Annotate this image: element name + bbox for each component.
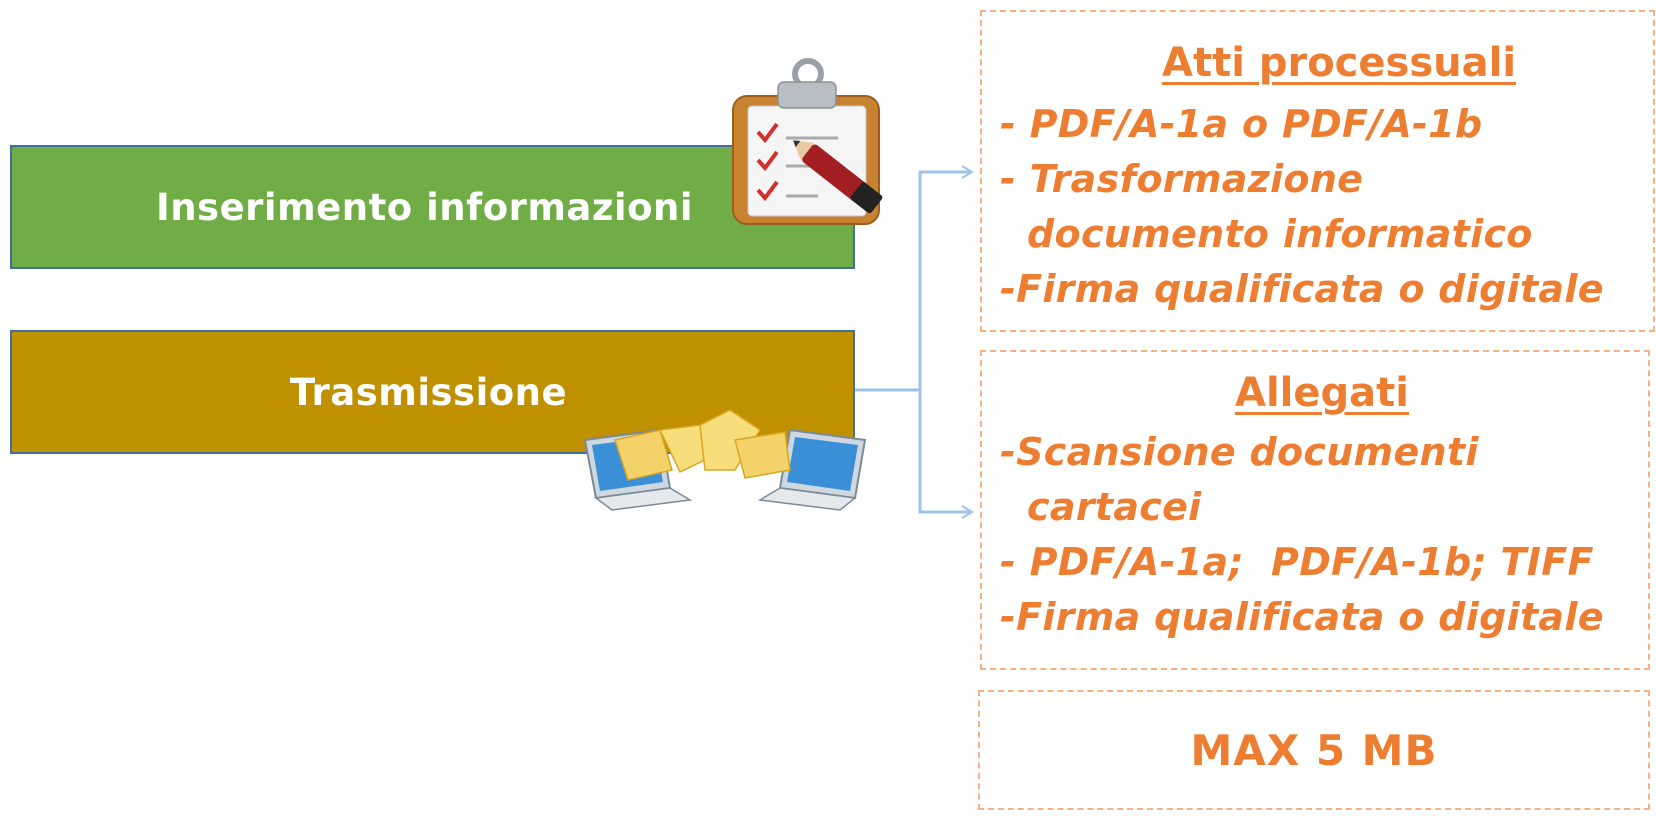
connector-to-allegati <box>918 390 970 514</box>
allegati-box: Allegati -Scansione documenti cartacei -… <box>980 350 1650 670</box>
laptops-file-transfer-icon <box>583 409 867 511</box>
atti-line-3: documento informatico <box>1000 212 1533 256</box>
arrowhead-atti <box>961 165 974 179</box>
insert-info-block: Inserimento informazioni <box>10 145 855 269</box>
allegati-line-1: -Scansione documenti <box>1000 430 1479 474</box>
atti-title: Atti processuali <box>1162 40 1517 86</box>
allegati-title: Allegati <box>1235 370 1409 416</box>
transmission-label: Trasmissione <box>289 370 568 414</box>
allegati-line-2: cartacei <box>1000 485 1202 529</box>
insert-info-label: Inserimento informazioni <box>155 185 694 229</box>
max-size-label: MAX 5 MB <box>1190 725 1438 775</box>
atti-line-2: - Trasformazione <box>1000 157 1364 201</box>
atti-line-4: -Firma qualificata o digitale <box>1000 267 1604 311</box>
max-size-box: MAX 5 MB <box>978 690 1650 810</box>
connector-to-atti <box>855 170 970 392</box>
allegati-line-3: - PDF/A-1a; PDF/A-1b; TIFF <box>1000 540 1594 584</box>
arrowhead-allegati <box>961 505 974 519</box>
clipboard-checklist-icon <box>732 58 883 225</box>
atti-processuali-box: Atti processuali - PDF/A-1a o PDF/A-1b -… <box>980 10 1655 332</box>
allegati-line-4: -Firma qualificata o digitale <box>1000 595 1604 639</box>
atti-line-1: - PDF/A-1a o PDF/A-1b <box>1000 102 1483 146</box>
